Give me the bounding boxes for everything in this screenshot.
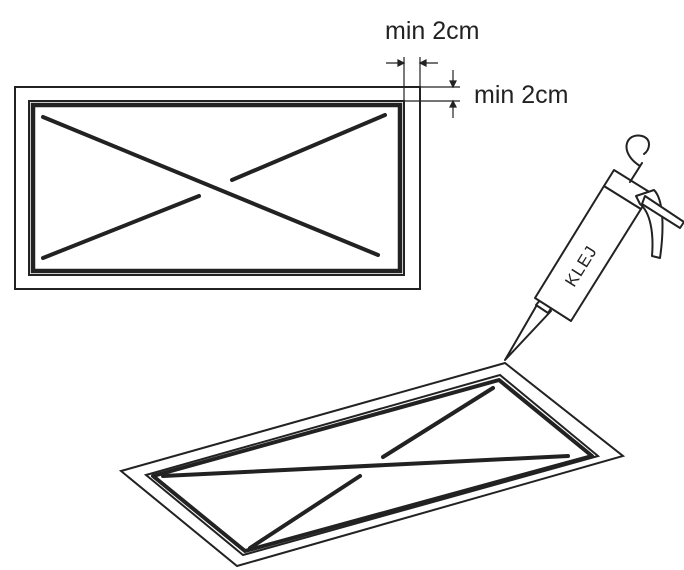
arrowhead-v-top xyxy=(449,80,457,89)
panel-inner-edge xyxy=(28,100,405,276)
glue-bead-lower-perspective xyxy=(248,474,362,550)
arrowhead-v-bottom xyxy=(449,99,457,108)
glue-bead-diagonal-lower xyxy=(41,194,201,260)
dimension-vertical xyxy=(404,70,460,118)
glue-gun-hook xyxy=(625,134,650,167)
glue-bead-pattern-top xyxy=(30,102,403,274)
glue-bead-upper-perspective xyxy=(381,386,495,459)
glue-bead-long-perspective xyxy=(161,454,570,478)
glue-bead-pattern-perspective xyxy=(151,378,594,553)
arrowhead-h-right xyxy=(418,59,427,67)
glue-bead-diagonal-long xyxy=(41,115,380,257)
perspective-panel-outer xyxy=(118,361,626,568)
glue-bead-perimeter-perspective xyxy=(151,378,594,553)
panel-outer-edge xyxy=(14,86,421,290)
glue-gun-trigger xyxy=(641,195,684,229)
perspective-panel xyxy=(118,361,626,568)
glue-gun xyxy=(504,134,684,361)
glue-bead-perimeter xyxy=(30,102,403,274)
dimension-label-vertical: min 2cm xyxy=(474,81,568,109)
perspective-panel-inner xyxy=(143,373,601,557)
dimension-label-horizontal: min 2cm xyxy=(385,17,479,45)
arrowhead-h-left xyxy=(397,59,406,67)
flat-panel xyxy=(14,86,421,290)
dimension-horizontal xyxy=(386,57,438,101)
glue-bead-diagonal-upper xyxy=(230,113,387,182)
